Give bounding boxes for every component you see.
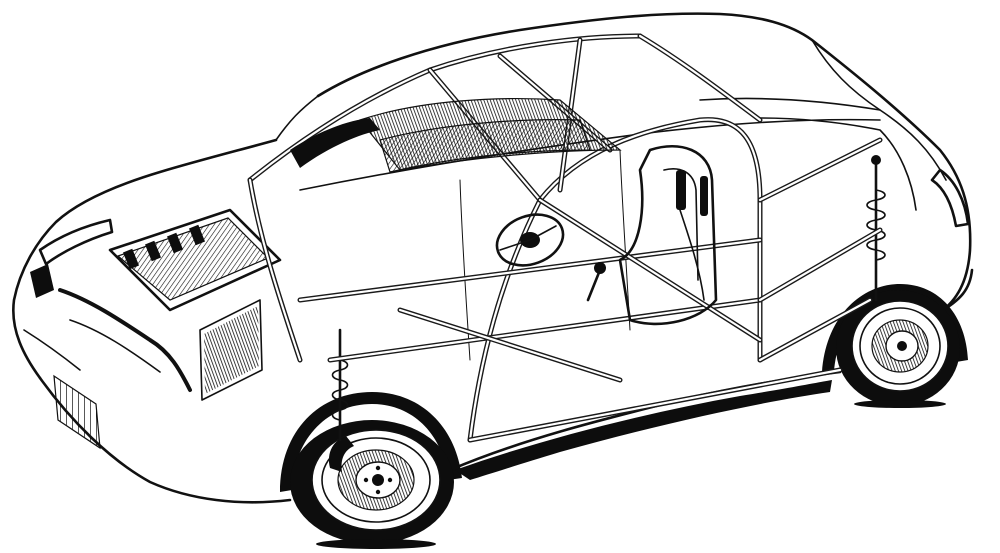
- floor-shadow: [455, 380, 832, 480]
- front-wheel-bolts: [363, 465, 393, 495]
- front-suspension-spring: [331, 328, 349, 442]
- steering-wheel: [495, 213, 565, 267]
- intake-runners: [122, 224, 206, 270]
- engine-block: [58, 208, 282, 401]
- front-grille: [23, 264, 101, 450]
- radiator: [199, 299, 263, 401]
- racing-seat: [618, 145, 718, 326]
- rear-suspension-spring: [866, 155, 886, 302]
- tail-light: [930, 168, 970, 228]
- rear-wheel: [836, 290, 960, 406]
- rear-tyre-shadow: [854, 400, 946, 408]
- interior-shadow: [379, 119, 591, 173]
- gear-lever: [586, 262, 606, 302]
- front-tyre-shadow: [316, 539, 436, 549]
- front-wheel: [290, 420, 454, 544]
- headlight: [38, 218, 114, 266]
- roll-cage: [247, 33, 883, 443]
